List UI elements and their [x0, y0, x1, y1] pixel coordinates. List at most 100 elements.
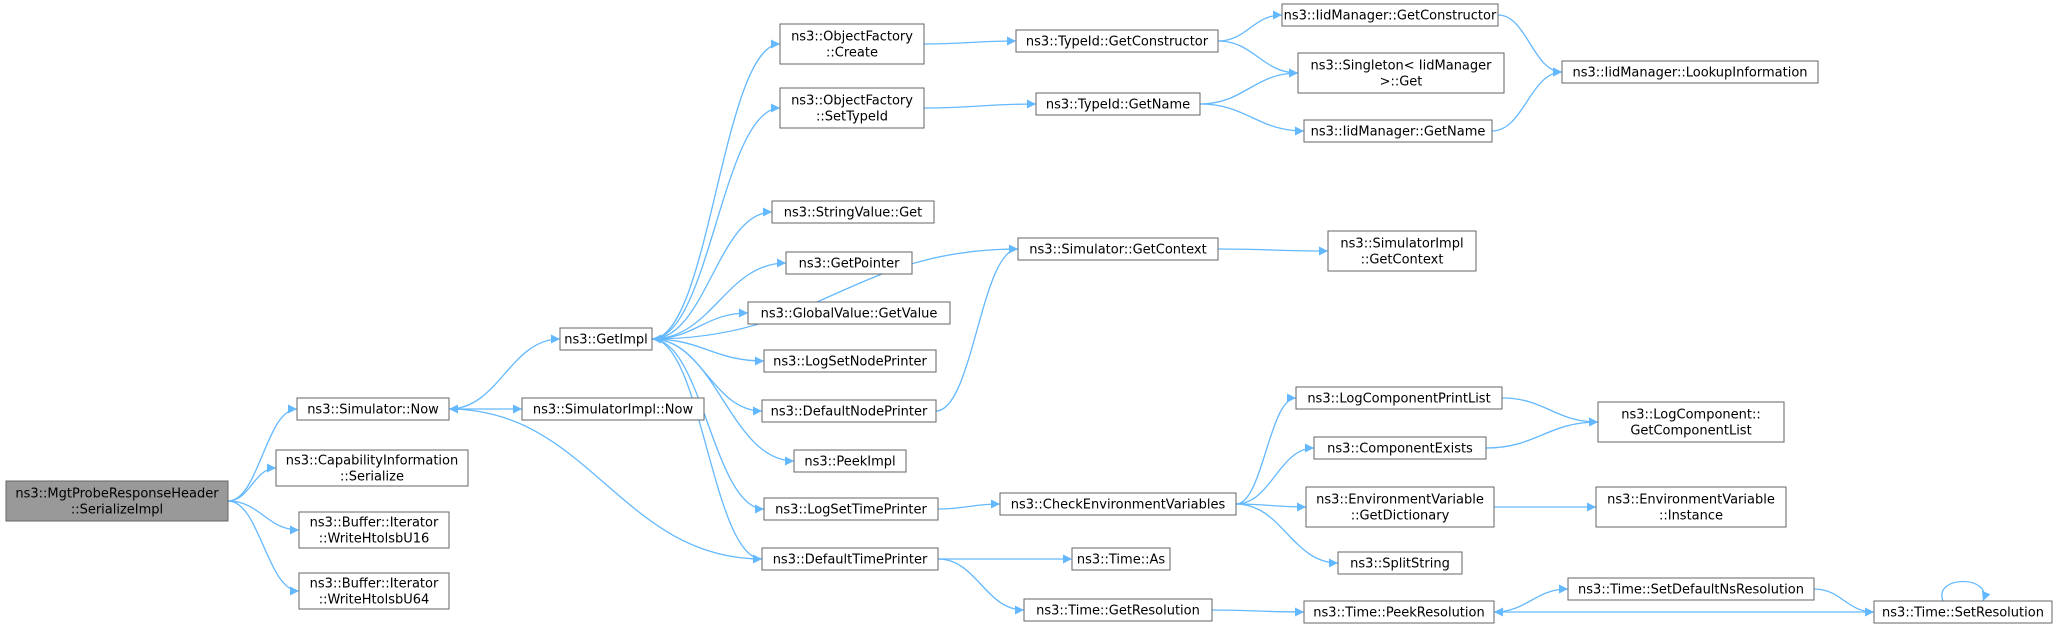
node-label-line: ns3::SimulatorImpl [1340, 237, 1463, 252]
node-box [1303, 119, 1493, 143]
edges-layer [227, 10, 1991, 617]
node-ns3-simulatorimpl-getcontext[interactable]: ns3::SimulatorImpl::GetContext [1327, 230, 1477, 272]
node-ns3-simulatorimpl-now[interactable]: ns3::SimulatorImpl::Now [521, 397, 705, 421]
edge-n5-n10 [651, 258, 787, 340]
node-box [763, 497, 939, 521]
node-ns3-logcomponent-getcomponentlist[interactable]: ns3::LogComponent::GetComponentList [1597, 401, 1785, 443]
node-ns3-peekimpl[interactable]: ns3::PeekImpl [793, 449, 907, 473]
node-ns3-objectfactory-create[interactable]: ns3::ObjectFactory::Create [779, 23, 925, 65]
node-box [559, 327, 653, 351]
edge-n23-n32 [1497, 14, 1563, 77]
node-ns3-logsettimeprinter[interactable]: ns3::LogSetTimePrinter [763, 497, 939, 521]
node-label-line: ::GetContext [1361, 253, 1444, 268]
node-box [1023, 598, 1213, 622]
node-box [1295, 386, 1503, 410]
node-ns3-objectfactory-settypeid[interactable]: ns3::ObjectFactory::SetTypeId [779, 87, 925, 129]
node-label-line: ns3::GlobalValue::GetValue [761, 307, 938, 322]
node-label-line: ::WriteHtolsbU16 [319, 532, 430, 547]
node-ns3-iidmanager-lookupinformation[interactable]: ns3::IidManager::LookupInformation [1561, 60, 1819, 84]
node-ns3-mgtproberesponseheader-serializeimpl[interactable]: ns3::MgtProbeResponseHeader::SerializeIm… [5, 480, 229, 522]
node-ns3-logsetnodeprinter[interactable]: ns3::LogSetNodePrinter [763, 349, 937, 373]
node-label-line: ns3::ObjectFactory [791, 30, 913, 45]
node-label-line: ns3::Buffer::Iterator [310, 577, 439, 592]
node-label-line: ns3::EnvironmentVariable [1607, 493, 1775, 508]
edge-n15-n20 [937, 499, 1001, 510]
node-box [1281, 3, 1499, 27]
node-label-line: ::Create [826, 46, 878, 61]
node-ns3-simulator-now[interactable]: ns3::Simulator::Now [296, 397, 450, 421]
node-label-line: GetComponentList [1630, 424, 1751, 439]
node-ns3-time-setdefaultnsresolution[interactable]: ns3::Time::SetDefaultNsResolution [1567, 577, 1815, 601]
node-box [1561, 60, 1819, 84]
node-box [999, 492, 1237, 516]
node-ns3-environmentvariable-instance[interactable]: ns3::EnvironmentVariable::Instance [1595, 486, 1787, 528]
edge-n35-n36 [1813, 588, 1875, 617]
node-label-line: ns3::Simulator::Now [307, 403, 439, 418]
node-box [1015, 29, 1219, 53]
node-ns3-capabilityinformation-serialize[interactable]: ns3::CapabilityInformation::Serialize [275, 449, 469, 487]
node-ns3-globalvalue-getvalue[interactable]: ns3::GlobalValue::GetValue [747, 301, 951, 325]
node-box [1597, 401, 1785, 443]
edge-n5-n9 [651, 207, 773, 340]
node-label-line: ns3::IidManager::LookupInformation [1572, 66, 1807, 81]
edge-n18-n25 [1199, 103, 1305, 136]
node-ns3-buffer-iterator-writehtolsbu16[interactable]: ns3::Buffer::Iterator::WriteHtolsbU16 [298, 511, 450, 549]
node-label-line: ::GetDictionary [1351, 509, 1450, 524]
node-ns3-time-peekresolution[interactable]: ns3::Time::PeekResolution [1303, 600, 1495, 624]
node-ns3-getimpl[interactable]: ns3::GetImpl [559, 327, 653, 351]
node-label-line: ::Instance [1659, 509, 1723, 524]
edge-n5-n16 [651, 338, 763, 564]
edge-n0-n2 [227, 463, 277, 502]
node-box [1313, 436, 1487, 460]
node-label-line: ns3::Time::SetDefaultNsResolution [1578, 583, 1804, 598]
node-ns3-typeid-getname[interactable]: ns3::TypeId::GetName [1035, 92, 1201, 116]
node-label-line: ns3::LogComponent:: [1621, 408, 1761, 423]
node-ns3-getpointer[interactable]: ns3::GetPointer [785, 251, 913, 275]
node-ns3-logcomponentprintlist[interactable]: ns3::LogComponentPrintList [1295, 386, 1503, 410]
node-box [1035, 92, 1201, 116]
node-ns3-typeid-getconstructor[interactable]: ns3::TypeId::GetConstructor [1015, 29, 1219, 53]
node-label-line: ns3::SimulatorImpl::Now [533, 403, 694, 418]
node-label-line: ns3::Buffer::Iterator [310, 516, 439, 531]
edge-n5-n7 [651, 39, 781, 340]
node-ns3-time-as[interactable]: ns3::Time::As [1071, 547, 1171, 571]
node-ns3-time-setresolution[interactable]: ns3::Time::SetResolution [1873, 600, 2053, 624]
edge-n0-n3 [227, 500, 300, 535]
edge-n20-n30 [1235, 503, 1339, 568]
node-label-line: ns3::Singleton< IidManager [1310, 59, 1492, 74]
node-ns3-singleton-iidmanager-get[interactable]: ns3::Singleton< IidManager>::Get [1297, 52, 1505, 94]
node-box [1327, 230, 1477, 272]
node-ns3-componentexists[interactable]: ns3::ComponentExists [1313, 436, 1487, 460]
node-label-line: ns3::LogSetTimePrinter [775, 503, 927, 518]
node-ns3-time-getresolution[interactable]: ns3::Time::GetResolution [1023, 598, 1213, 622]
edge-n22-n31 [1211, 607, 1305, 617]
node-ns3-splitstring[interactable]: ns3::SplitString [1337, 551, 1463, 575]
node-label-line: ns3::GetImpl [564, 333, 648, 348]
node-ns3-environmentvariable-getdictionary[interactable]: ns3::EnvironmentVariable::GetDictionary [1305, 486, 1495, 528]
edge-n0-n1 [227, 404, 298, 502]
node-box [761, 547, 939, 571]
node-box [793, 449, 907, 473]
node-box [275, 449, 469, 487]
node-label-line: ns3::LogSetNodePrinter [773, 355, 927, 370]
node-label-line: ns3::IidManager::GetConstructor [1284, 9, 1497, 24]
edge-n20-n28 [1235, 443, 1315, 505]
node-ns3-stringvalue-get[interactable]: ns3::StringValue::Get [771, 200, 935, 224]
node-ns3-iidmanager-getname[interactable]: ns3::IidManager::GetName [1303, 119, 1493, 143]
edge-n17-n24 [1217, 40, 1299, 78]
node-label-line: ns3::DefaultNodePrinter [771, 405, 928, 420]
edge-n5-n8 [651, 103, 781, 340]
node-box [1873, 600, 2053, 624]
node-ns3-simulator-getcontext[interactable]: ns3::Simulator::GetContext [1017, 237, 1219, 261]
node-ns3-defaultnodeprinter[interactable]: ns3::DefaultNodePrinter [761, 399, 937, 423]
node-label-line: ns3::EnvironmentVariable [1316, 493, 1484, 508]
node-ns3-checkenvironmentvariables[interactable]: ns3::CheckEnvironmentVariables [999, 492, 1237, 516]
node-label-line: ::SetTypeId [816, 110, 888, 125]
node-box [771, 200, 935, 224]
node-ns3-buffer-iterator-writehtolsbu64[interactable]: ns3::Buffer::Iterator::WriteHtolsbU64 [298, 572, 450, 610]
node-box [1297, 52, 1505, 94]
node-box [747, 301, 951, 325]
node-ns3-defaulttimeprinter[interactable]: ns3::DefaultTimePrinter [761, 547, 939, 571]
node-ns3-iidmanager-getconstructor[interactable]: ns3::IidManager::GetConstructor [1281, 3, 1499, 27]
node-label-line: ns3::StringValue::Get [784, 206, 922, 221]
